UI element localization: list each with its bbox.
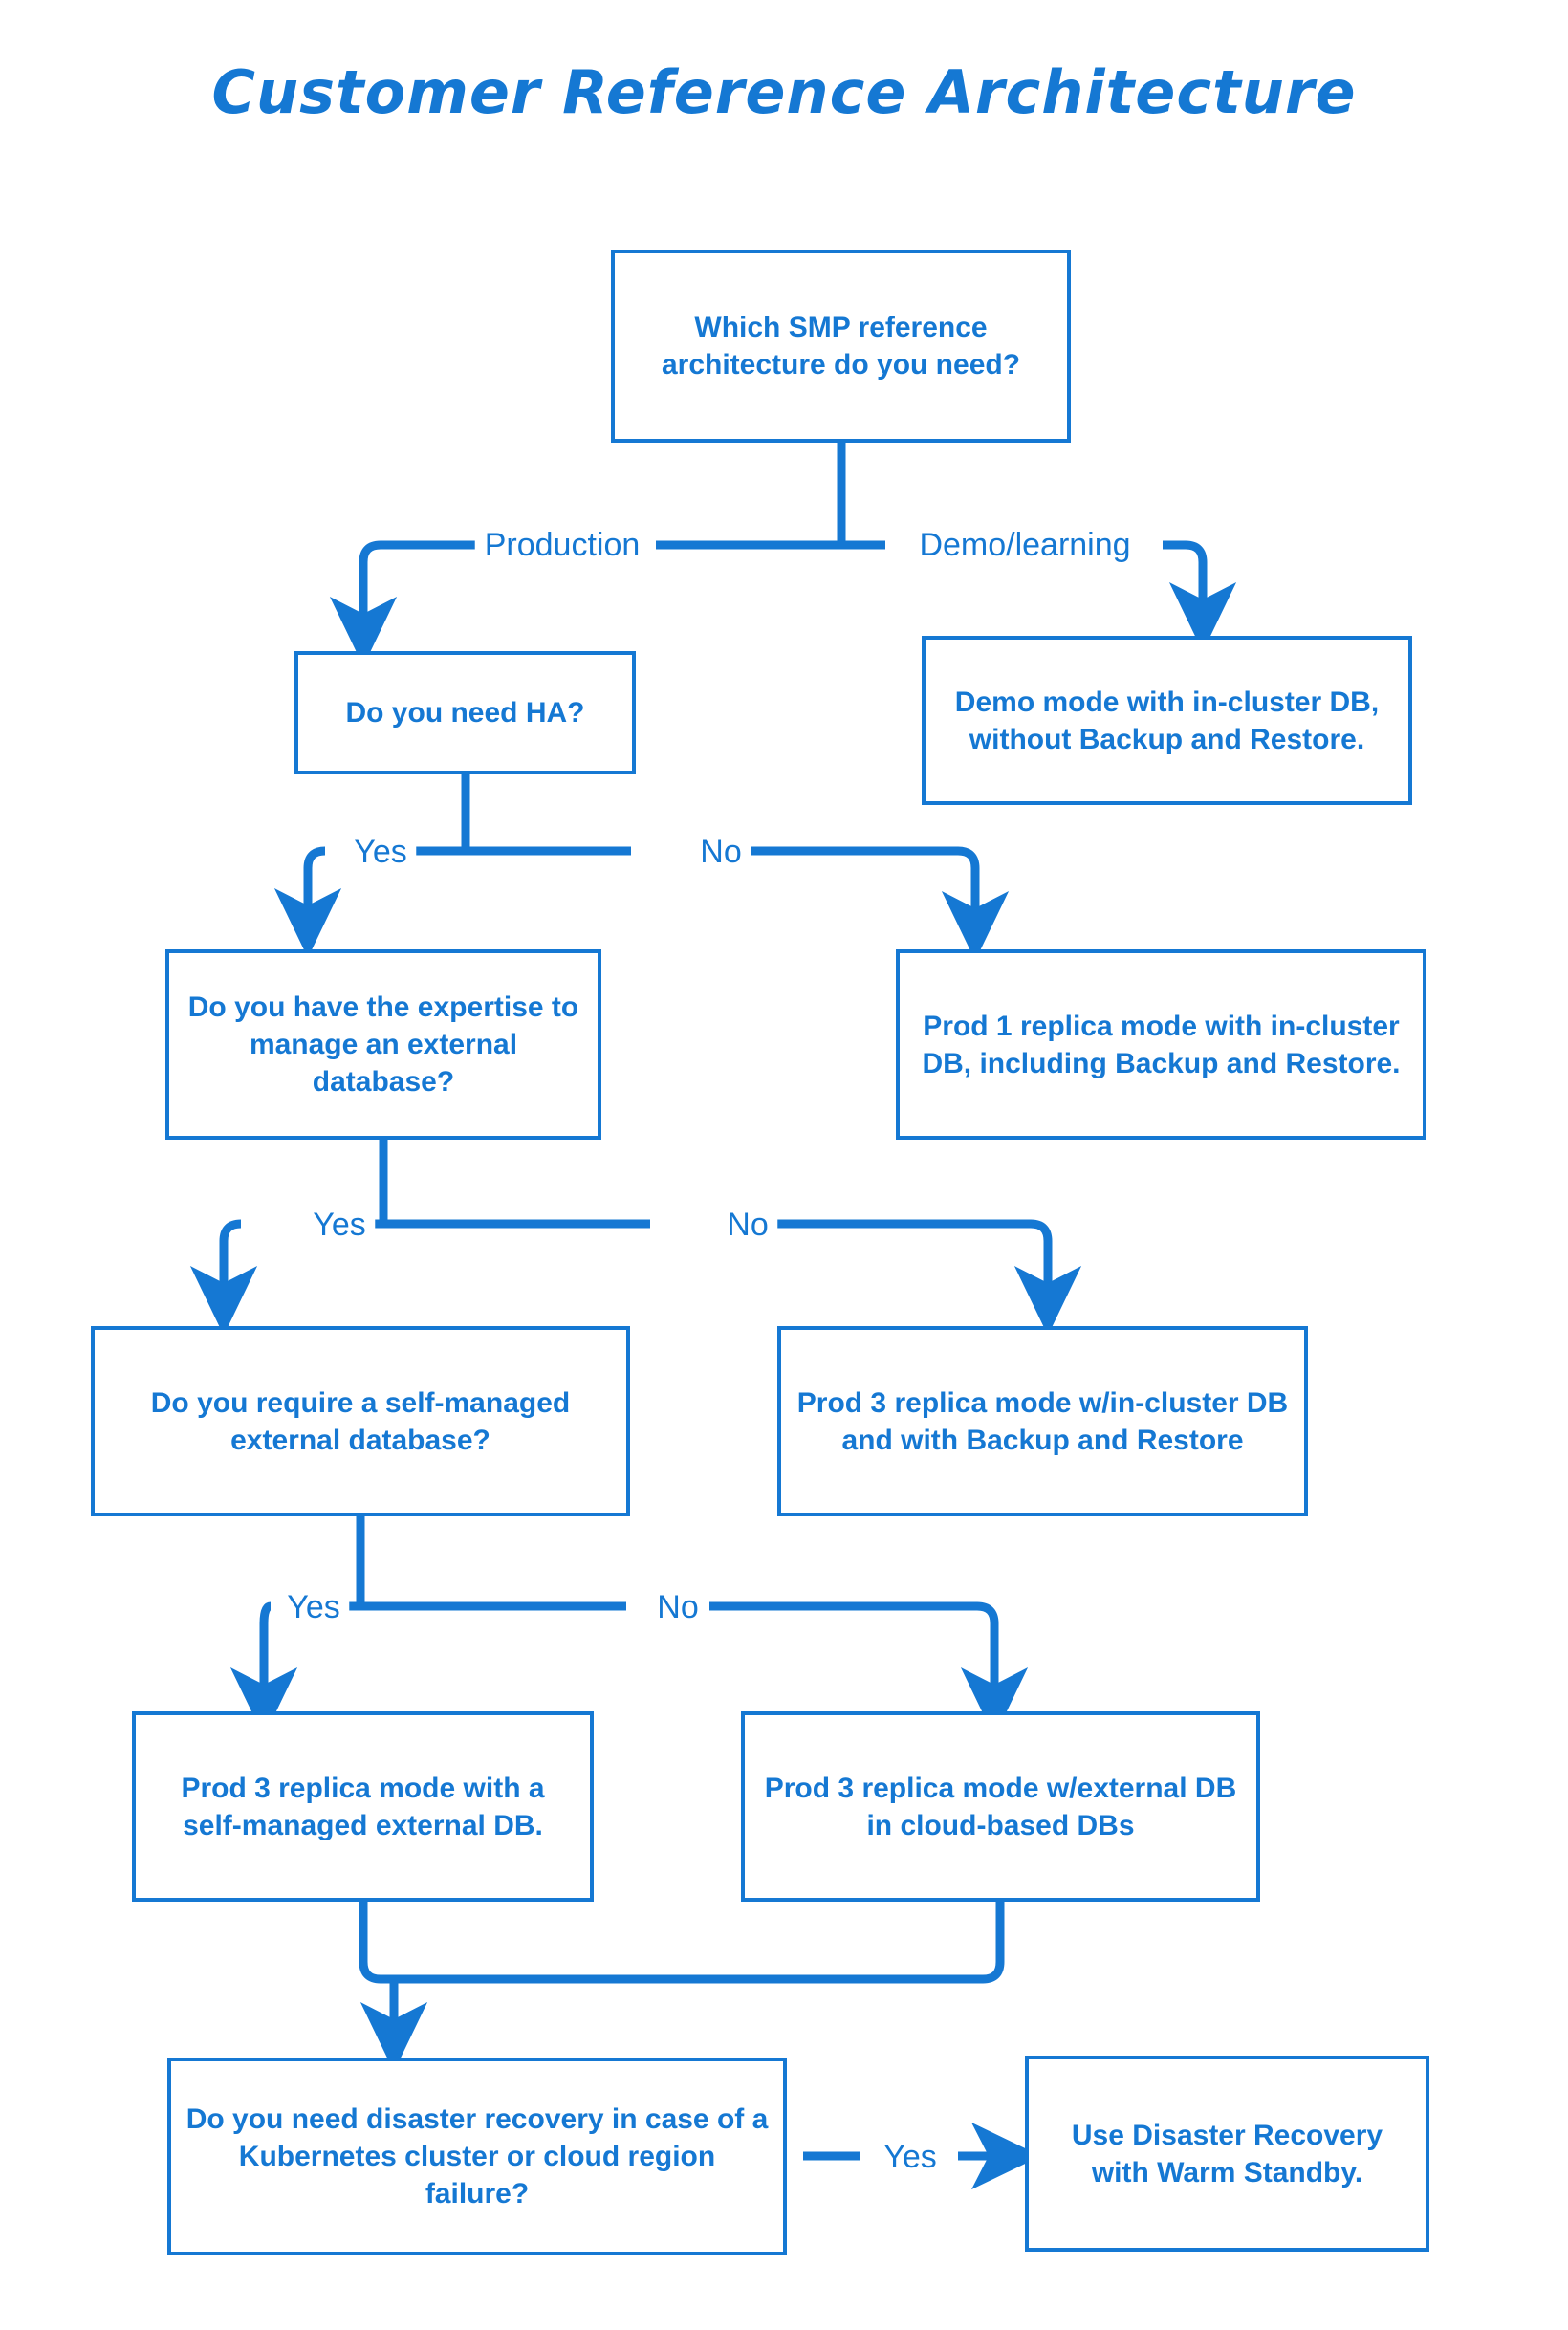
node-expertise-external-db[interactable]: Do you have the expertise to manage an e… [165,949,601,1140]
node-label: Use Disaster Recovery with Warm Standby. [1071,2119,1383,2188]
node-prod3-cloud-db[interactable]: Prod 3 replica mode w/external DB in clo… [741,1711,1260,1902]
node-require-self-managed-db[interactable]: Do you require a self-managed external d… [91,1326,630,1516]
edge-label-selfmanaged-no: No [647,1591,708,1623]
edge-selfmanaged-yes [229,1601,298,1737]
node-label: Which SMP reference architecture do you … [661,312,1021,381]
node-prod1-replica[interactable]: Prod 1 replica mode with in-cluster DB, … [896,949,1426,1140]
node-label: Do you need HA? [345,697,585,729]
node-label: Prod 1 replica mode with in-cluster DB, … [922,1010,1401,1079]
edge-prod3-self-merge [359,1902,394,1984]
edge-label-ha-yes: Yes [344,836,417,868]
node-which-architecture[interactable]: Which SMP reference architecture do you … [611,250,1071,443]
node-prod3-in-cluster[interactable]: Prod 3 replica mode w/in-cluster DB and … [777,1326,1308,1516]
edge-label-ha-no: No [690,836,751,868]
edge-expertise-yes [189,1219,258,1336]
node-label: Do you need disaster recovery in case of… [185,2103,769,2210]
node-prod3-self-managed-db[interactable]: Prod 3 replica mode with a self-managed … [132,1711,594,1902]
edge-label-selfmanaged-yes: Yes [277,1591,350,1623]
edge-demo-learning [1163,540,1237,652]
edge-expertise-no [727,1219,1082,1336]
edge-ha-yes [273,846,342,958]
edge-production [329,540,574,666]
page-title: Customer Reference Architecture [211,57,1357,127]
edge-label-expertise-yes: Yes [303,1209,376,1241]
edge-selfmanaged-no [709,1601,1029,1737]
node-label: Do you have the expertise to manage an e… [187,991,579,1098]
edge-label-expertise-no: No [717,1209,778,1241]
node-label: Prod 3 replica mode with a self-managed … [181,1772,545,1841]
node-demo-mode[interactable]: Demo mode with in-cluster DB, without Ba… [922,636,1412,805]
node-disaster-recovery-question[interactable]: Do you need disaster recovery in case of… [167,2058,787,2255]
node-need-ha[interactable]: Do you need HA? [294,651,636,774]
edge-ha-no [712,846,1010,961]
edge-label-production: Production [474,529,650,561]
node-label: Demo mode with in-cluster DB, without Ba… [954,686,1380,755]
node-label: Do you require a self-managed external d… [150,1386,571,1456]
edge-label-demo-learning: Demo/learning [909,529,1141,561]
edge-prod3-cloud-merge [394,1902,1005,1984]
node-warm-standby[interactable]: Use Disaster Recovery with Warm Standby. [1025,2056,1429,2252]
node-label: Prod 3 replica mode w/in-cluster DB and … [796,1386,1289,1456]
node-label: Prod 3 replica mode w/external DB in clo… [764,1772,1237,1841]
edge-label-dr-yes: Yes [874,2141,947,2173]
